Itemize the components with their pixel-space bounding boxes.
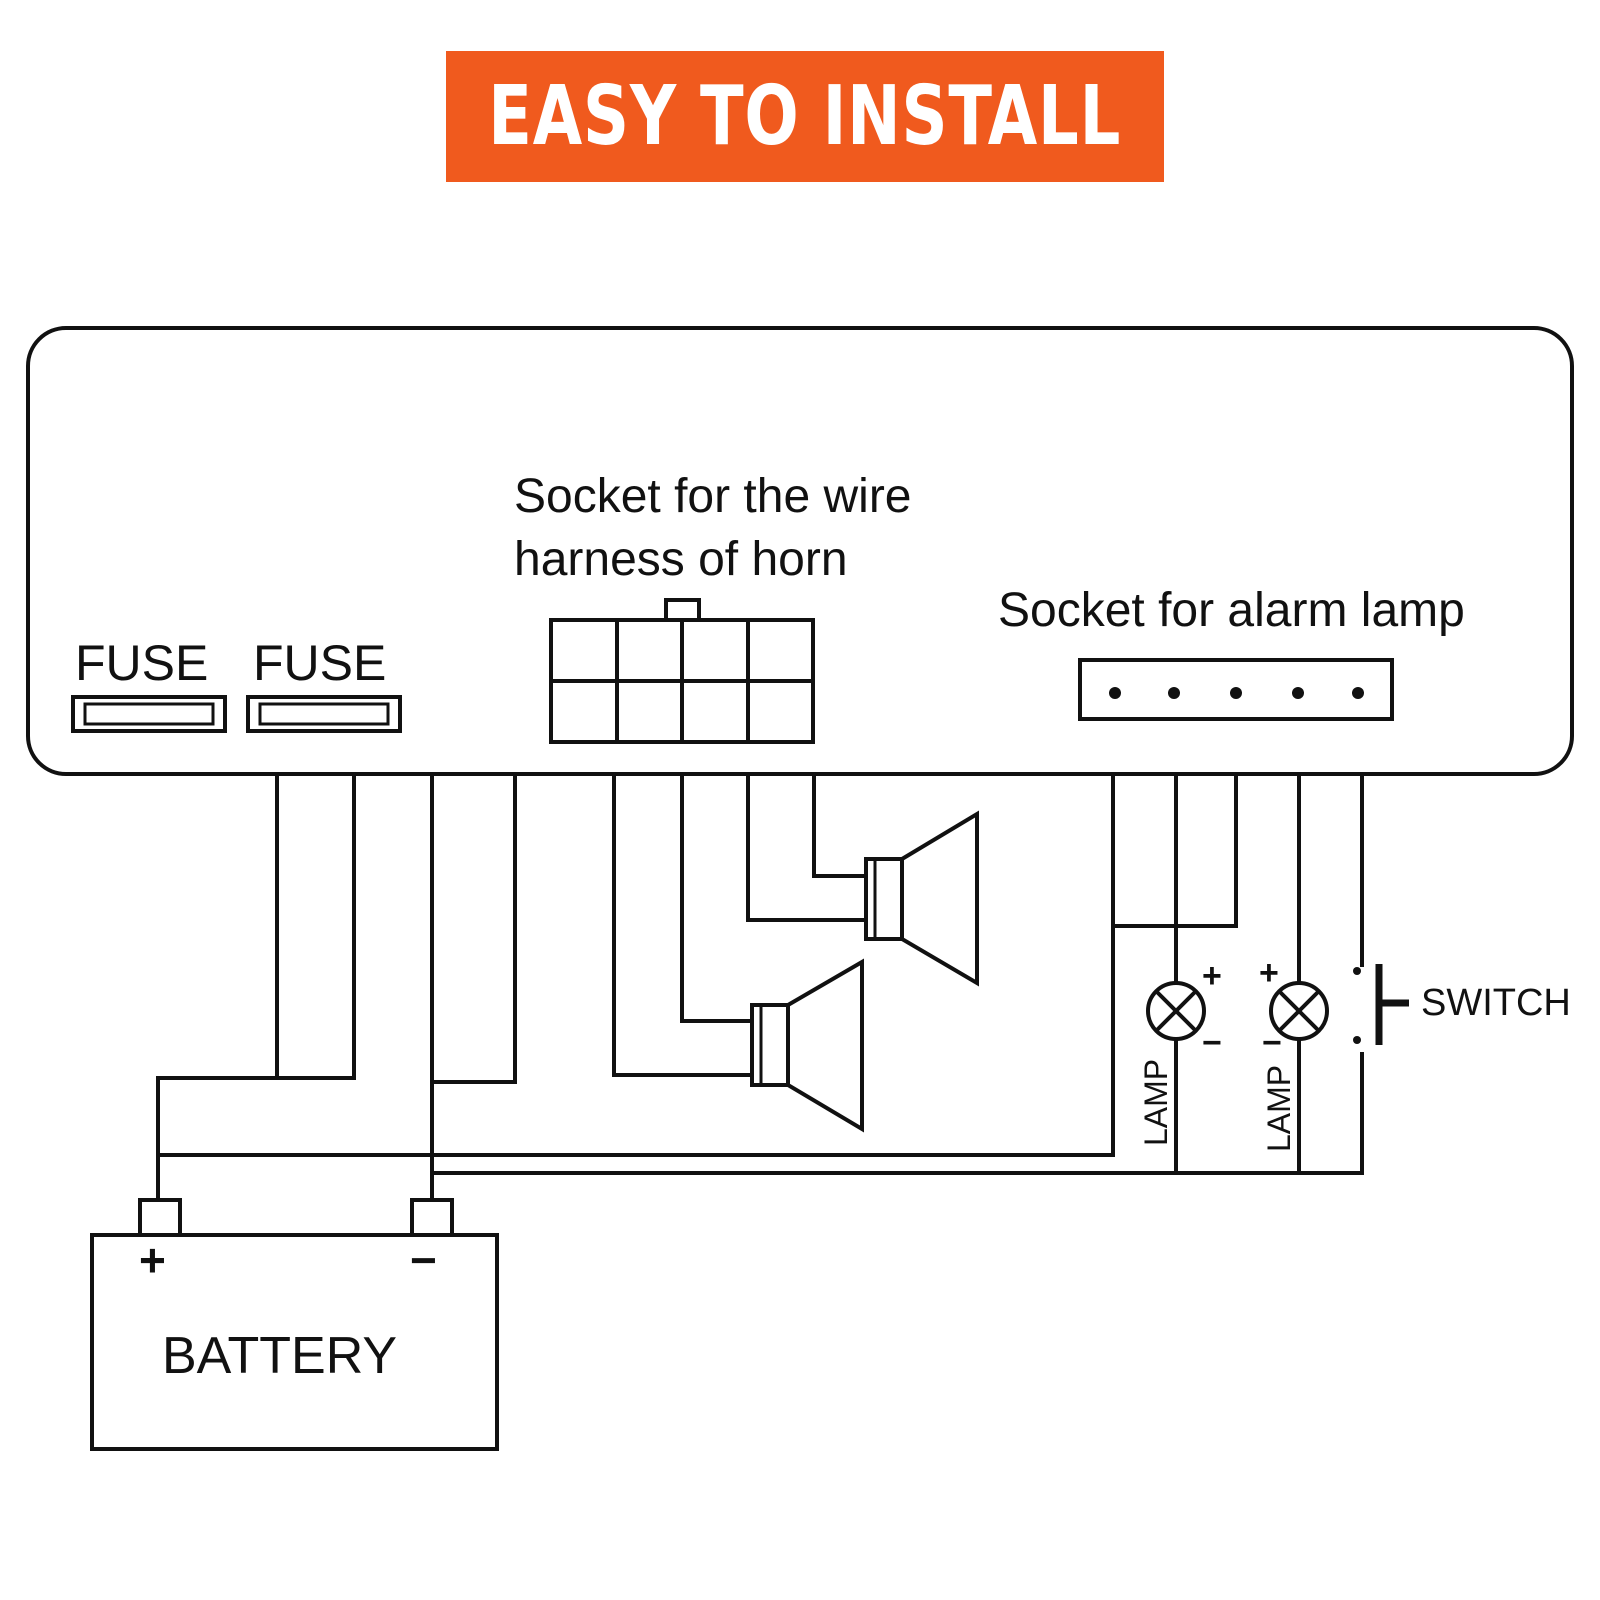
lamp-1-icon (1146, 981, 1206, 1041)
switch-label: SWITCH (1421, 982, 1571, 1024)
battery-label: BATTERY (162, 1327, 397, 1385)
lamp-2-label: LAMP (1261, 1065, 1297, 1152)
fuse-1 (71, 695, 227, 733)
horn-speaker-1 (864, 810, 979, 987)
horn-speaker-2 (750, 958, 864, 1133)
switch-icon (1353, 964, 1409, 1045)
power-wiring (156, 776, 1364, 1200)
fuse-label-1: FUSE (75, 635, 208, 691)
lamp-switch-wiring (1113, 776, 1364, 1173)
horn-wiring (612, 776, 866, 1077)
banner-title: EASY TO INSTALL (488, 69, 1122, 164)
horn-harness-socket (549, 598, 815, 744)
lamp-2-plus: + (1259, 954, 1279, 992)
title-banner: EASY TO INSTALL (446, 51, 1164, 182)
horn-socket-label-line2: harness of horn (514, 533, 848, 586)
control-module (26, 326, 1574, 776)
fuse-label-2: FUSE (253, 635, 386, 691)
lamp-socket-label: Socket for alarm lamp (998, 584, 1465, 637)
lamp-1-minus: − (1202, 1024, 1222, 1062)
lamp-2-minus: − (1262, 1024, 1282, 1062)
lamp-1-plus: + (1202, 957, 1222, 995)
horn-socket-label-line1: Socket for the wire (514, 470, 912, 523)
battery-plus: + (139, 1234, 166, 1286)
alarm-lamp-socket (1078, 658, 1394, 721)
lamp-1-label: LAMP (1138, 1059, 1174, 1146)
lamp-2-icon (1269, 981, 1329, 1041)
fuse-2 (246, 695, 402, 733)
battery (90, 1198, 499, 1451)
battery-minus: − (410, 1234, 437, 1286)
